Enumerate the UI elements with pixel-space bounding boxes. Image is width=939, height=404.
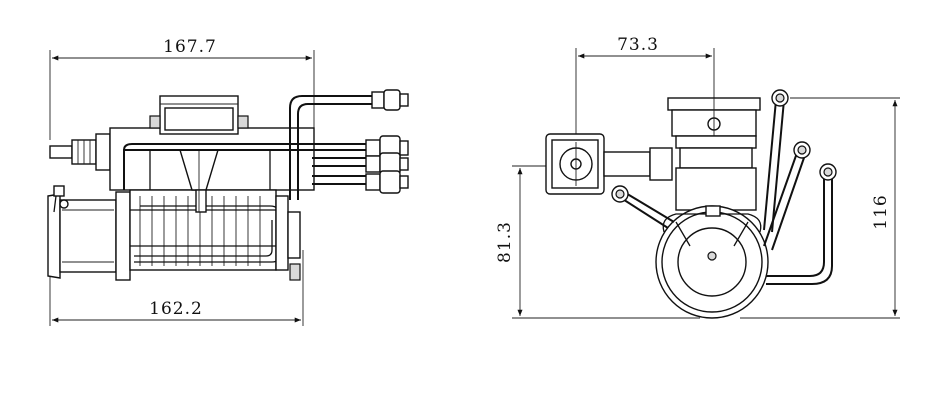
- dim-label-73-3: 73.3: [617, 35, 659, 55]
- round-canister: [655, 205, 769, 319]
- shaft: [49, 133, 111, 171]
- flange: [275, 195, 301, 281]
- side-block: [545, 133, 673, 195]
- side-view: 167.7 162.2: [47, 37, 409, 326]
- front-view: 73.3 81.3 116: [495, 35, 900, 319]
- upper-body: [667, 97, 761, 211]
- canister: [47, 185, 131, 281]
- dimension-116: 116: [740, 97, 900, 319]
- front-pipes: [611, 89, 837, 285]
- dim-label-162-2: 162.2: [149, 299, 203, 319]
- dim-label-81-3: 81.3: [495, 221, 515, 263]
- dimension-73-3: 73.3: [575, 35, 715, 136]
- pipe-fittings: [365, 89, 409, 194]
- dim-label-116: 116: [871, 194, 891, 229]
- dimension-167-7: 167.7: [49, 37, 315, 140]
- dimension-81-3: 81.3: [495, 165, 700, 319]
- dim-label-167-7: 167.7: [163, 37, 217, 57]
- pipes: [123, 95, 372, 200]
- dimension-162-2: 162.2: [49, 250, 304, 326]
